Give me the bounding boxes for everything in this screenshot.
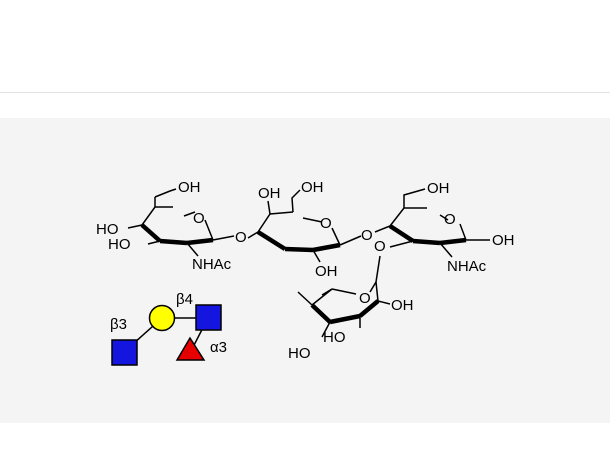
fucose-triangle-icon [175,336,206,361]
label-ring-oxygen: O [193,210,205,227]
ring-glcnac-right [374,188,490,258]
linkage-label: β4 [176,291,193,308]
glcnac-square-icon [195,304,222,331]
label-nhac: NHAc [447,258,487,275]
top-blank-area [0,0,610,92]
label-glycosidic-oxygen: O [374,238,386,255]
label-ring-oxygen: O [320,215,332,232]
label-oh: OH [178,179,201,196]
label-ho: HO [96,221,119,238]
label-ho: HO [323,329,346,346]
label-oh: OH [301,179,324,196]
label-oh: OH [315,263,338,280]
linkage-label: α3 [210,339,227,356]
structure-panel [0,118,610,423]
ring-galactose [247,189,362,263]
glcnac-square-icon [111,339,138,366]
label-nhac: NHAc [192,256,232,273]
galactose-circle-icon [148,304,176,332]
label-ho: HO [288,345,311,362]
glycan-structure-diagram: OH HO HO O NHAc O OH OH O OH O OH O OH N… [96,179,515,366]
label-oh: OH [427,180,450,197]
label-glycosidic-oxygen: O [235,229,247,246]
label-glycosidic-oxygen: O [361,227,373,244]
ring-glcnac-left [127,188,235,257]
label-oh: OH [258,185,281,202]
label-oh: OH [391,297,414,314]
snfg-symbol [111,304,222,366]
label-oh: OH [492,232,515,249]
linkage-label: β3 [110,316,127,333]
label-ho: HO [108,236,131,253]
ring-fucose [297,255,391,338]
label-ring-oxygen: O [359,290,371,307]
label-ring-oxygen: O [444,211,456,228]
section-divider [0,92,610,93]
